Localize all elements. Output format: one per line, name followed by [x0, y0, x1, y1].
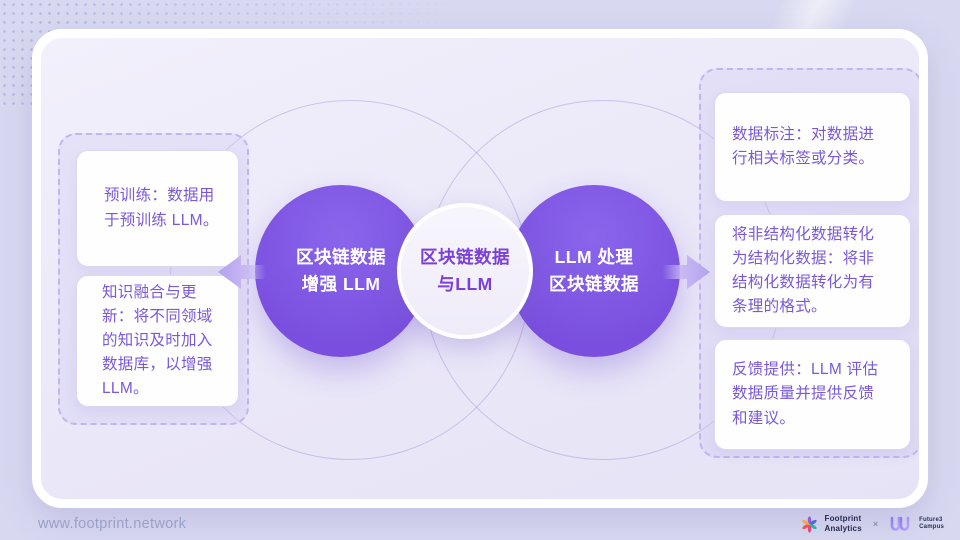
brand-line: Future3 [919, 516, 943, 523]
circle-label-line: 与LLM [437, 274, 493, 294]
venn-circle-llm-processes-blockchain: LLM 处理 区块链数据 [508, 185, 680, 357]
note-unstructured-to-structured: 将非结构化数据转化为结构化数据：将非结构化数据转化为有条理的格式。 [714, 214, 911, 328]
note-feedback: 反馈提供：LLM 评估数据质量并提供反馈和建议。 [714, 339, 911, 450]
note-text: 反馈提供：LLM 评估数据质量并提供反馈和建议。 [732, 361, 879, 427]
venn-circle-center-blockchain-and-llm: 区块链数据 与LLM [397, 203, 533, 339]
circle-label-line: LLM 处理 [554, 246, 634, 267]
circle-label-line: 区块链数据 [549, 274, 639, 294]
circle-label-line: 区块链数据 [296, 246, 386, 267]
note-text: 将非结构化数据转化为结构化数据：将非结构化数据转化为有条理的格式。 [732, 225, 875, 316]
arrow-left-icon [218, 255, 266, 289]
brand-separator: × [872, 519, 879, 529]
note-data-labeling: 数据标注：对数据进行相关标签或分类。 [714, 92, 911, 202]
footprint-analytics-wordmark: Footprint Analytics [824, 514, 861, 533]
note-pretraining: 预训练：数据用于预训练 LLM。 [76, 150, 239, 267]
branding-row: Footprint Analytics × Future3 Campus [801, 511, 944, 537]
note-knowledge-fusion: 知识融合与更新：将不同领域的知识及时加入数据库，以增强 LLM。 [76, 275, 239, 407]
circle-label-line: 区块链数据 [420, 246, 510, 267]
note-text: 预训练：数据用于预训练 LLM。 [104, 187, 219, 229]
future3-campus-wordmark: Future3 Campus [919, 517, 944, 532]
note-text: 知识融合与更新：将不同领域的知识及时加入数据库，以增强 LLM。 [102, 283, 213, 398]
brand-line: Campus [919, 524, 944, 530]
note-text: 数据标注：对数据进行相关标签或分类。 [732, 125, 875, 167]
footer-url: www.footprint.network [38, 516, 187, 532]
arrow-right-icon [662, 255, 710, 289]
brand-line: Footprint [824, 514, 862, 524]
circle-label-line: 增强 LLM [301, 274, 381, 294]
slide-card: 区块链数据 增强 LLM LLM 处理 区块链数据 区块链数据 与LLM 预训练… [32, 29, 928, 508]
brand-line: Analytics [824, 524, 862, 533]
footprint-analytics-logo-icon [802, 515, 818, 533]
future3-campus-logo-icon [890, 516, 910, 531]
